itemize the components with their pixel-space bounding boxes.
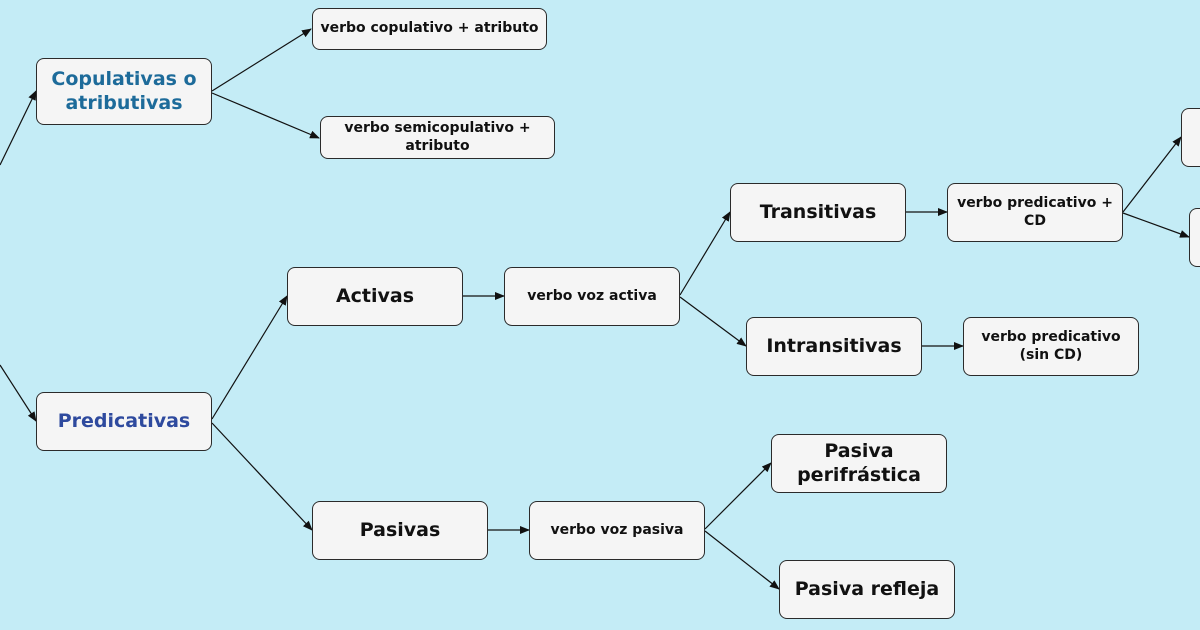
node-verbo-copulativo[interactable]: verbo copulativo + atributo (312, 8, 547, 50)
node-clipped-bottom-right[interactable] (1189, 208, 1200, 267)
edge-root-to-predicativas (0, 364, 37, 422)
node-intransitivas[interactable]: Intransitivas (746, 317, 922, 376)
node-verbo-semicopulativo[interactable]: verbo semicopulativo + atributo (320, 116, 555, 159)
edge-predicativas-to-activas (211, 295, 288, 420)
node-copulativas[interactable]: Copulativas o atributivas (36, 58, 212, 125)
edge-voz-pasiva-to-perifrastica (704, 462, 772, 530)
node-verbo-voz-activa[interactable]: verbo voz activa (504, 267, 680, 326)
node-transitivas[interactable]: Transitivas (730, 183, 906, 242)
edge-voz-activa-to-intransitivas (679, 296, 747, 347)
node-verbo-predicativo-sin-cd[interactable]: verbo predicativo (sin CD) (963, 317, 1139, 376)
edge-root-to-copulativas (0, 90, 37, 166)
edge-voz-pasiva-to-refleja (704, 530, 780, 590)
node-pasiva-refleja[interactable]: Pasiva refleja (779, 560, 955, 619)
edge-copulativas-to-semicopulativo (211, 92, 320, 139)
edge-predicativo-cd-to-bottom-right (1122, 212, 1190, 238)
node-pasivas[interactable]: Pasivas (312, 501, 488, 560)
node-verbo-voz-pasiva[interactable]: verbo voz pasiva (529, 501, 705, 560)
edge-voz-activa-to-transitivas (679, 211, 731, 296)
edge-predicativas-to-pasivas (211, 422, 313, 531)
node-activas[interactable]: Activas (287, 267, 463, 326)
node-verbo-predicativo-cd[interactable]: verbo predicativo + CD (947, 183, 1123, 242)
node-clipped-top-right[interactable] (1181, 108, 1200, 167)
node-predicativas[interactable]: Predicativas (36, 392, 212, 451)
node-pasiva-perifrastica[interactable]: Pasiva perifrástica (771, 434, 947, 493)
edge-copulativas-to-copulativo (211, 28, 312, 92)
edge-predicativo-cd-to-top-right (1122, 136, 1182, 213)
